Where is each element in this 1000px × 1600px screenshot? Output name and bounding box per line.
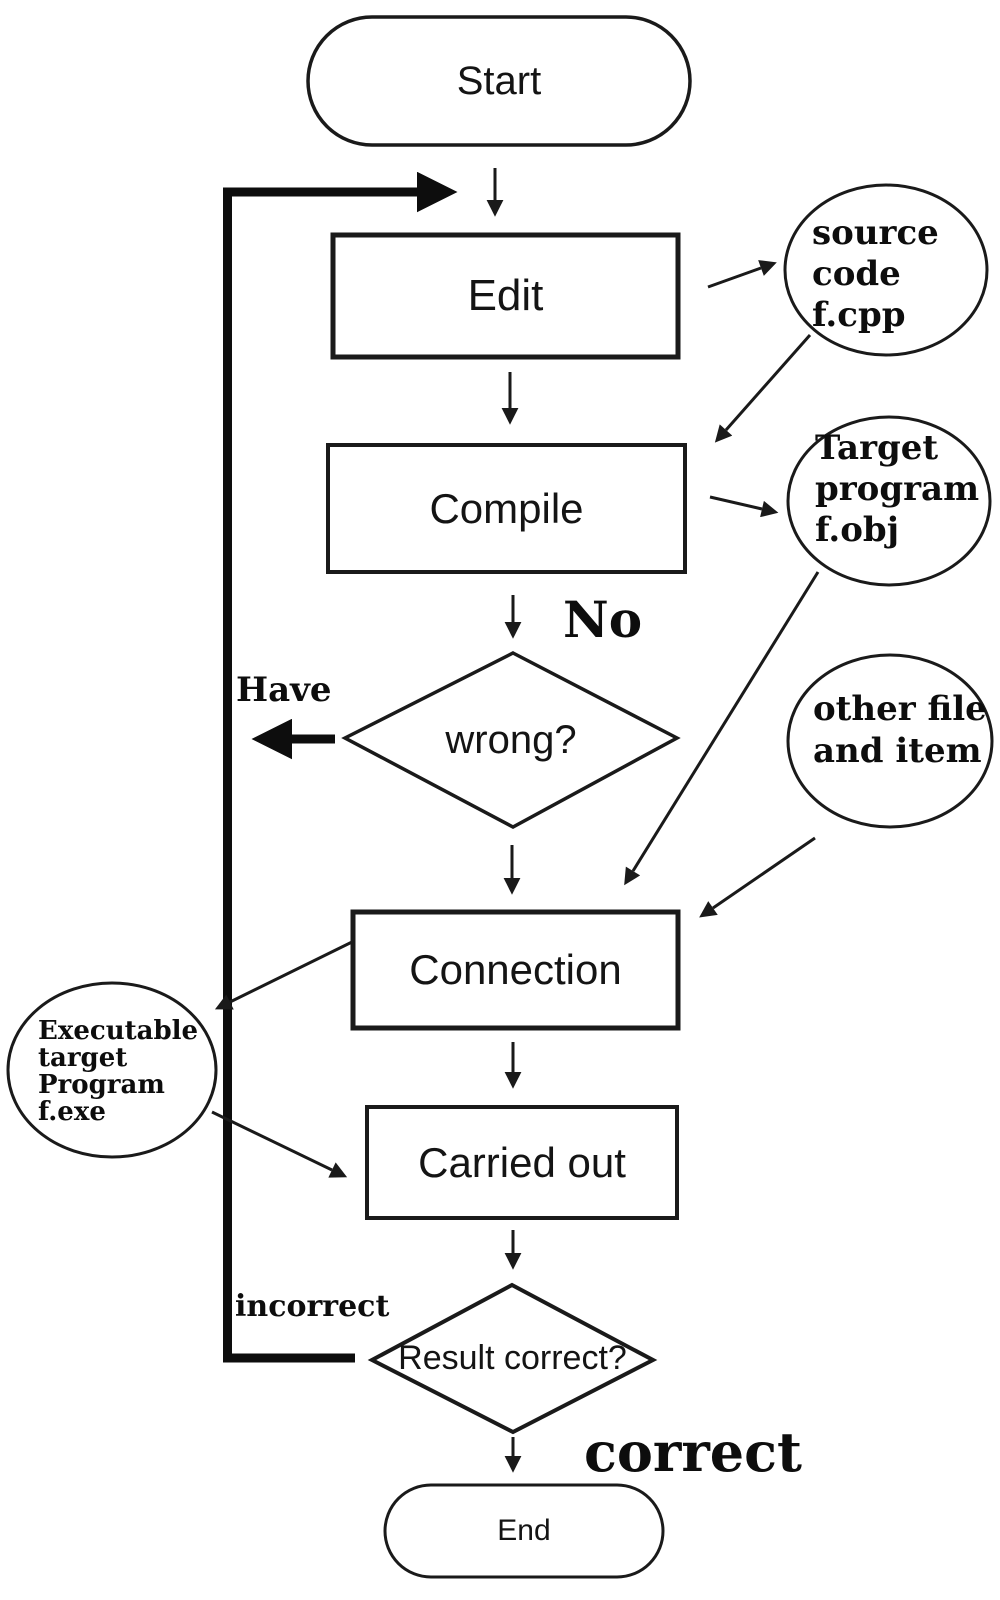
- source-code-bubble: [783, 183, 989, 357]
- arrow-sourcecode-compile: [714, 334, 812, 443]
- arrow-compile-target: [709, 495, 779, 518]
- target-program-bubble: [786, 415, 992, 587]
- arrow-target-connection: [624, 571, 820, 886]
- executable-bubble: [6, 981, 218, 1159]
- arrow-connection-executable: [214, 940, 353, 1010]
- result-decision-shape: [367, 1282, 658, 1435]
- other-file-bubble: [786, 653, 994, 829]
- arrow-otherfile-connection: [699, 836, 816, 918]
- arrow-executable-carried: [211, 1110, 348, 1178]
- loop-back-line: [223, 171, 458, 1363]
- connection-node-shape: [350, 909, 681, 1031]
- carried-out-node-shape: [365, 1105, 679, 1220]
- arrow-edit-sourcecode: [707, 260, 777, 289]
- compile-node-shape: [326, 443, 687, 574]
- edit-node-shape: [330, 232, 681, 360]
- wrong-decision-shape: [341, 651, 681, 829]
- end-node-shape: [383, 1483, 665, 1579]
- start-node-shape: [306, 15, 692, 147]
